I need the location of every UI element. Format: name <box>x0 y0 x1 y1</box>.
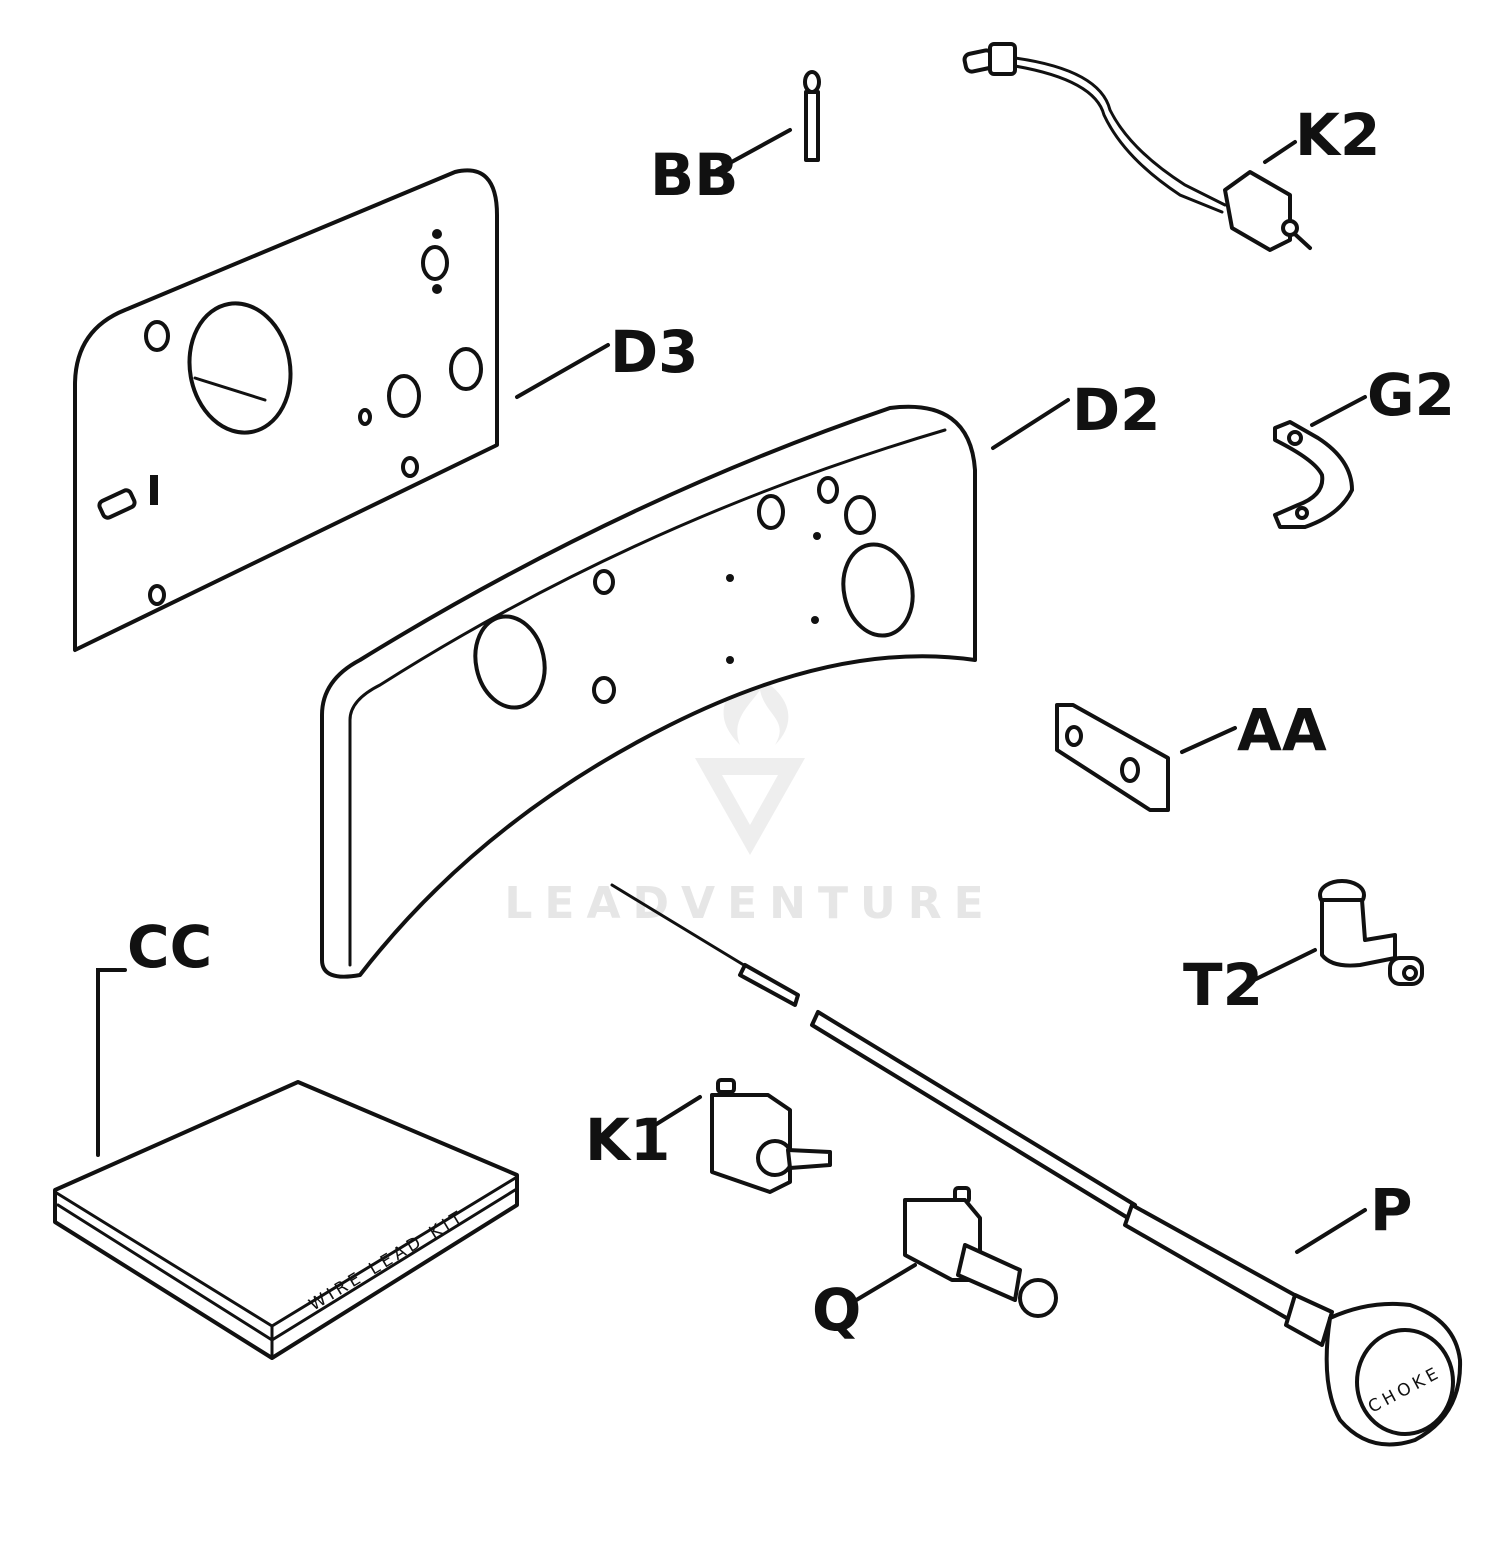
callout-q: Q <box>812 1276 861 1344</box>
callout-k1: K1 <box>585 1106 670 1174</box>
watermark-text: LEADVENTURE <box>504 878 995 929</box>
callout-bb: BB <box>650 141 738 209</box>
leader-k1 <box>653 1095 702 1127</box>
callout-labels: BB K2 D3 D2 G2 AA T2 CC K1 P Q <box>127 101 1455 1344</box>
leader-q <box>851 1263 917 1304</box>
watermark: LEADVENTURE <box>504 670 995 929</box>
leader-bb <box>715 128 792 172</box>
leader-g2 <box>1310 395 1367 427</box>
callout-k2: K2 <box>1295 101 1380 169</box>
callout-d2: D2 <box>1072 376 1161 444</box>
callout-aa: AA <box>1237 696 1327 764</box>
leader-d3 <box>515 343 610 399</box>
leader-aa <box>1180 726 1237 754</box>
callout-g2: G2 <box>1367 361 1455 429</box>
callout-p: P <box>1370 1176 1413 1244</box>
callout-d3: D3 <box>610 318 699 386</box>
part-cc-wire-lead-kit: WIRE LEAD KIT <box>53 1080 519 1360</box>
leader-k2 <box>1263 140 1297 164</box>
part-g2-bracket <box>1273 420 1354 529</box>
watermark-v-icon <box>695 758 805 855</box>
part-q-push-button <box>903 1186 1058 1318</box>
callout-t2: T2 <box>1183 951 1263 1019</box>
part-d2-dash-panel <box>320 404 977 979</box>
part-k1-toggle-switch <box>710 1078 832 1194</box>
callout-cc: CC <box>127 913 212 981</box>
leader-d2 <box>991 398 1070 450</box>
part-k2-wired-switch <box>962 42 1312 252</box>
leader-p <box>1295 1208 1367 1254</box>
part-p-choke-cable: CHOKE <box>610 883 1463 1447</box>
leader-lines <box>96 128 1367 1304</box>
part-bb-cotter-pin <box>803 70 821 162</box>
leader-t2 <box>1248 948 1317 984</box>
leader-cc <box>96 968 127 1157</box>
part-t2-elbow-fitting <box>1318 879 1424 986</box>
part-d3-panel <box>73 168 499 652</box>
part-aa-plate <box>1055 703 1170 812</box>
